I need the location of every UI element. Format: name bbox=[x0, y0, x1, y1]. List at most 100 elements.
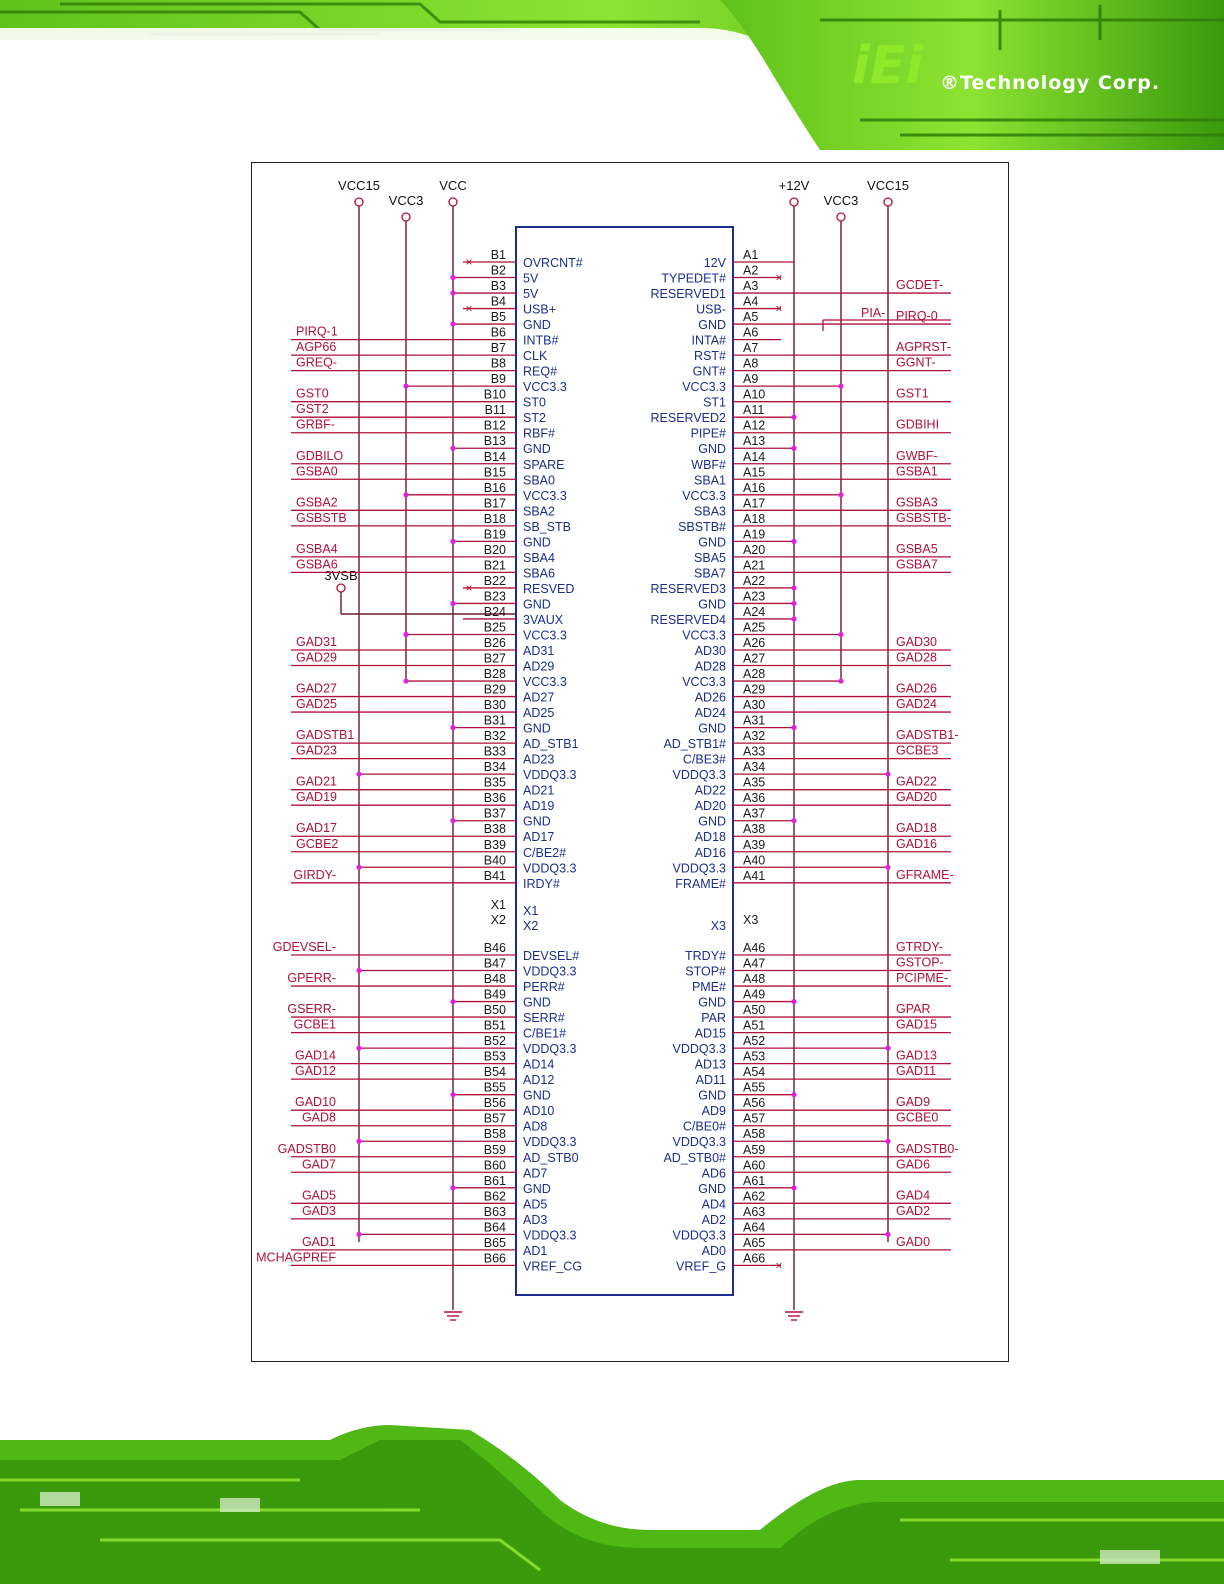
right-pin-number: A31 bbox=[743, 714, 765, 728]
right-pin-number: A23 bbox=[743, 589, 765, 603]
right-signal-name: GND bbox=[698, 535, 726, 549]
right-pin-number: A8 bbox=[743, 357, 758, 371]
left-pin-number: B11 bbox=[485, 403, 506, 417]
right-signal-name: USB- bbox=[696, 303, 726, 317]
left-signal-name: AD8 bbox=[523, 1120, 547, 1134]
junction-dot bbox=[356, 967, 362, 974]
junction-dot bbox=[838, 678, 844, 684]
left-pin-number: B10 bbox=[484, 388, 506, 402]
right-net-label: GAD26 bbox=[896, 682, 937, 696]
right-net-label: GSBA7 bbox=[896, 557, 938, 571]
right-pin-number: A4 bbox=[743, 295, 758, 309]
right-signal-name: VDDQ3.3 bbox=[673, 768, 727, 782]
left-net-label: GAD1 bbox=[302, 1235, 336, 1249]
left-pin-number: B25 bbox=[484, 620, 506, 634]
left-signal-name: GND bbox=[523, 597, 551, 611]
junction-dot bbox=[403, 383, 409, 389]
left-signal-name: PERR# bbox=[523, 980, 565, 994]
right-net-label: GAD24 bbox=[896, 697, 937, 711]
right-net-label: GSTOP- bbox=[896, 956, 944, 970]
junction-dot bbox=[838, 492, 844, 498]
right-pin-number: A10 bbox=[743, 388, 765, 402]
left-net-label: MCHAGPREF bbox=[256, 1250, 336, 1264]
left-signal-name: AD1 bbox=[523, 1244, 547, 1258]
right-net-label: PCIPME- bbox=[896, 971, 948, 985]
right-pin-number: A60 bbox=[743, 1158, 765, 1172]
right-pin-number: A20 bbox=[743, 543, 765, 557]
right-pin-number: A9 bbox=[743, 372, 758, 386]
right-net-label: GCBE0 bbox=[896, 1111, 938, 1125]
left-pin-number: B57 bbox=[484, 1112, 506, 1126]
right-pin-number: A49 bbox=[743, 988, 765, 1002]
right-pin-number: A18 bbox=[743, 512, 765, 526]
power-port-symbol bbox=[354, 197, 364, 207]
right-net-label: GCDET- bbox=[896, 278, 943, 292]
right-signal-name: TRDY# bbox=[685, 949, 726, 963]
right-signal-name: RESERVED1 bbox=[651, 287, 727, 301]
power-port-symbol bbox=[336, 583, 346, 593]
right-pin-number: A51 bbox=[743, 1019, 765, 1033]
right-signal-name: TYPEDET# bbox=[661, 272, 726, 286]
power-port-symbol bbox=[883, 197, 893, 207]
right-signal-name: AD15 bbox=[695, 1027, 726, 1041]
right-signal-name: PME# bbox=[692, 980, 726, 994]
left-signal-name: GND bbox=[523, 442, 551, 456]
left-net-label: GCBE1 bbox=[294, 1018, 336, 1032]
left-signal-name: GND bbox=[523, 535, 551, 549]
left-pin-number: B16 bbox=[484, 481, 506, 495]
right-signal-name: AD24 bbox=[695, 706, 726, 720]
junction-dot bbox=[885, 1231, 891, 1237]
right-pin-number: A36 bbox=[743, 791, 765, 805]
left-pin-number: B66 bbox=[484, 1251, 506, 1265]
right-pin-number: A47 bbox=[743, 957, 765, 971]
right-pin-number: A6 bbox=[743, 326, 758, 340]
left-net-label: GDEVSEL- bbox=[273, 940, 336, 954]
left-signal-name: IRDY# bbox=[523, 877, 560, 891]
footer-banner bbox=[0, 1425, 1224, 1584]
left-signal-name: OVRCNT# bbox=[523, 256, 583, 270]
left-signal-name: GND bbox=[523, 1089, 551, 1103]
left-pin-number: B24 bbox=[484, 605, 506, 619]
right-signal-name: VDDQ3.3 bbox=[673, 1228, 727, 1242]
left-pin-number: B36 bbox=[484, 791, 506, 805]
left-pin-number: B51 bbox=[484, 1019, 506, 1033]
right-signal-name: AD9 bbox=[702, 1104, 726, 1118]
left-pin-number: B46 bbox=[484, 941, 506, 955]
left-pin-number: B26 bbox=[484, 636, 506, 650]
right-signal-name: AD16 bbox=[695, 846, 726, 860]
left-signal-name: AD7 bbox=[523, 1166, 547, 1180]
right-pin-number: A59 bbox=[743, 1143, 765, 1157]
left-pin-number: B15 bbox=[484, 465, 506, 479]
left-pin-number: B33 bbox=[484, 745, 506, 759]
right-pin-number: A14 bbox=[743, 450, 765, 464]
left-net-label: GAD8 bbox=[302, 1111, 336, 1125]
left-pin-number: B5 bbox=[491, 310, 506, 324]
left-net-label: GCBE2 bbox=[296, 837, 338, 851]
junction-dot bbox=[356, 1138, 362, 1144]
left-signal-name: DEVSEL# bbox=[523, 949, 579, 963]
right-pin-number: A28 bbox=[743, 667, 765, 681]
power-rail-label: VCC15 bbox=[867, 178, 909, 193]
right-signal-name: GNT# bbox=[693, 365, 726, 379]
right-net-label: GAD4 bbox=[896, 1188, 930, 1202]
left-net-label: GSBA2 bbox=[296, 495, 338, 509]
right-net-label: GADSTB0- bbox=[896, 1142, 959, 1156]
right-signal-name: AD30 bbox=[695, 644, 726, 658]
right-signal-name: GND bbox=[698, 318, 726, 332]
right-signal-name: AD13 bbox=[695, 1058, 726, 1072]
power-port-symbol bbox=[401, 212, 411, 222]
junction-dot bbox=[838, 631, 844, 638]
left-net-label: GAD23 bbox=[296, 744, 337, 758]
right-pin-number: A66 bbox=[743, 1251, 765, 1265]
right-pin-number: A12 bbox=[743, 419, 765, 433]
right-pin-number: A5 bbox=[743, 310, 758, 324]
left-signal-name: ST0 bbox=[523, 396, 546, 410]
power-rail-label: VCC15 bbox=[338, 178, 380, 193]
junction-dot bbox=[450, 445, 456, 451]
left-pin-number: B63 bbox=[484, 1205, 506, 1219]
right-signal-name: AD6 bbox=[702, 1166, 726, 1180]
no-connect-mark: × bbox=[465, 255, 472, 269]
left-signal-name: AD17 bbox=[523, 830, 554, 844]
left-pin-number: B13 bbox=[484, 434, 506, 448]
right-pin-number: A32 bbox=[743, 729, 765, 743]
